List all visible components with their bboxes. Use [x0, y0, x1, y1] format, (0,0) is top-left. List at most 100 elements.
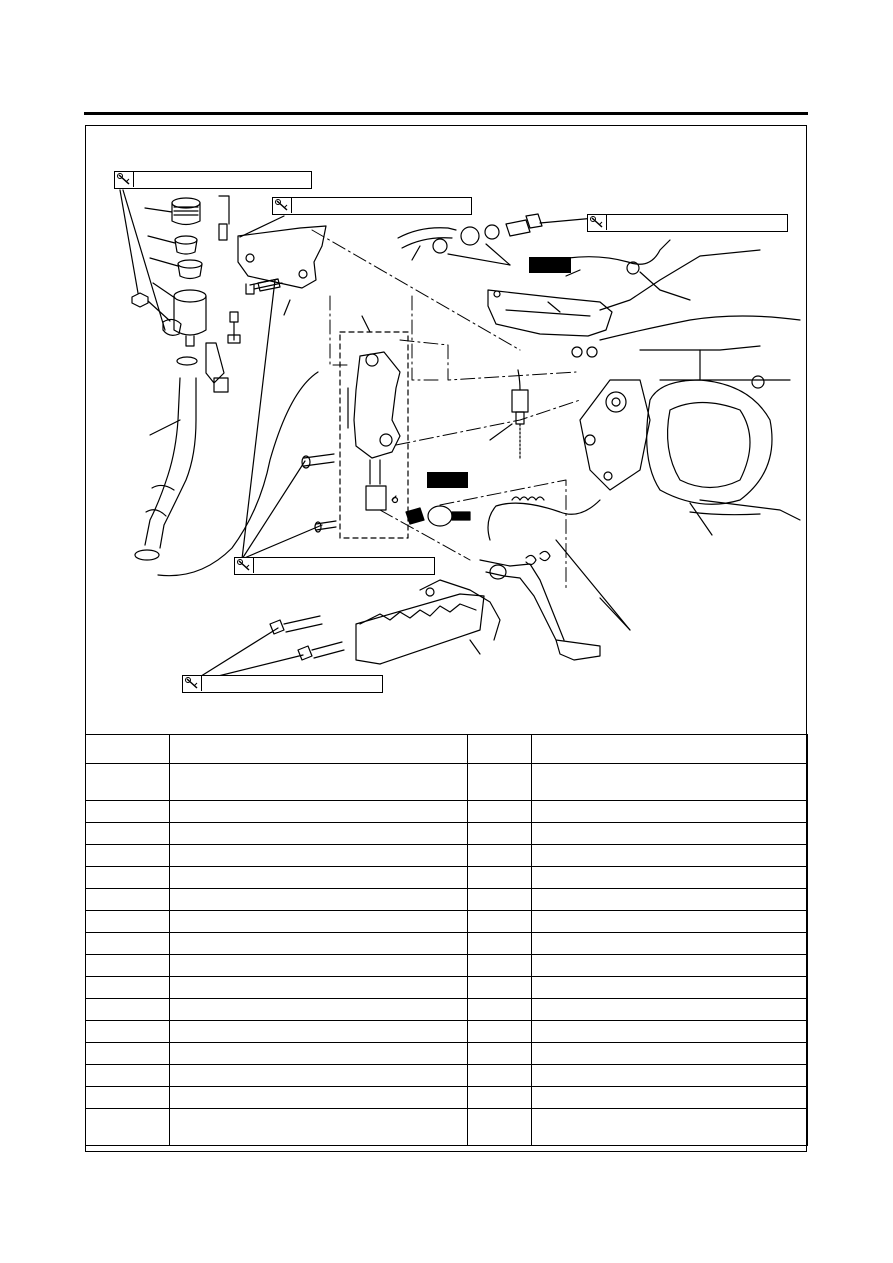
parts-table	[85, 734, 808, 1146]
table-cell	[169, 932, 468, 955]
table-cell	[85, 1064, 170, 1087]
top-rule	[84, 112, 808, 115]
table-row	[85, 822, 808, 845]
table-row	[85, 932, 808, 955]
table-cell	[85, 822, 170, 845]
table-cell	[467, 910, 532, 933]
table-cell	[531, 822, 808, 845]
torque-callout	[272, 197, 472, 215]
table-cell	[467, 763, 532, 801]
table-cell	[85, 1108, 170, 1146]
table-cell	[467, 844, 532, 867]
table-cell	[169, 844, 468, 867]
table-cell	[85, 866, 170, 889]
table-row	[85, 888, 808, 911]
wrench-icon	[588, 215, 607, 230]
exploded-diagram	[119, 189, 801, 684]
table-cell	[169, 998, 468, 1021]
table-cell	[169, 1020, 468, 1043]
table-cell	[467, 998, 532, 1021]
table-cell	[169, 866, 468, 889]
frame-engine	[487, 239, 801, 536]
table-cell	[85, 998, 170, 1021]
table-cell	[169, 1108, 468, 1146]
table-row	[85, 1042, 808, 1065]
master-cylinder-bracket	[237, 225, 327, 316]
table-cell	[531, 800, 808, 823]
table-cell	[531, 1086, 808, 1109]
brake-pedal	[479, 539, 631, 661]
table-cell	[169, 976, 468, 999]
table-cell	[85, 932, 170, 955]
table-cell	[531, 954, 808, 977]
table-row	[85, 1086, 808, 1109]
new-part-badge	[529, 257, 571, 273]
brake-hose-union	[397, 213, 543, 266]
table-cell	[85, 888, 170, 911]
table-cell	[531, 1020, 808, 1043]
torque-callout	[114, 171, 312, 189]
table-cell	[85, 1086, 170, 1109]
table-row	[85, 954, 808, 977]
table-cell	[467, 932, 532, 955]
wrench-icon	[235, 558, 254, 573]
table-header-cell	[467, 734, 532, 764]
table-cell	[531, 998, 808, 1021]
table-row	[85, 910, 808, 933]
table-header-cell	[169, 734, 468, 764]
table-row	[85, 976, 808, 999]
table-cell	[169, 1042, 468, 1065]
wrench-icon	[115, 172, 134, 187]
table-cell	[467, 1042, 532, 1065]
table-cell	[531, 844, 808, 867]
torque-callout	[182, 675, 383, 693]
table-cell	[467, 800, 532, 823]
switch-line	[487, 499, 601, 541]
table-cell	[531, 866, 808, 889]
table-cell	[85, 910, 170, 933]
grease-symbol	[405, 505, 471, 527]
pivot-bolts	[257, 278, 337, 533]
table-row	[85, 844, 808, 867]
table-cell	[467, 954, 532, 977]
return-line	[157, 371, 319, 577]
leader-lines	[119, 189, 596, 684]
master-cylinder	[339, 315, 409, 539]
table-cell	[85, 976, 170, 999]
table-header-row	[85, 734, 808, 764]
table-cell	[169, 822, 468, 845]
table-cell	[531, 1108, 808, 1146]
table-header-cell	[531, 734, 808, 764]
torque-callout	[587, 214, 788, 232]
reservoir-hose	[134, 356, 198, 561]
wrench-icon	[183, 676, 202, 691]
table-cell	[467, 1086, 532, 1109]
table-cell	[85, 800, 170, 823]
table-cell	[169, 1086, 468, 1109]
table-cell	[531, 1064, 808, 1087]
table-cell	[467, 1108, 532, 1146]
table-cell	[531, 976, 808, 999]
table-cell	[531, 910, 808, 933]
table-cell	[531, 1042, 808, 1065]
table-row	[85, 1064, 808, 1087]
torque-callout	[234, 557, 435, 575]
routing-lines	[311, 229, 581, 591]
table-cell	[467, 822, 532, 845]
table-cell	[85, 1020, 170, 1043]
grease-badge	[427, 472, 468, 488]
reservoir-assembly	[144, 197, 207, 347]
table-cell	[85, 1042, 170, 1065]
table-cell	[169, 954, 468, 977]
table-cell	[169, 910, 468, 933]
diagram-frame	[85, 125, 807, 1152]
table-cell	[169, 1064, 468, 1087]
table-cell	[169, 763, 468, 801]
table-header-cell	[85, 734, 170, 764]
table-cell	[467, 1020, 532, 1043]
table-cell	[85, 763, 170, 801]
table-cell	[85, 844, 170, 867]
table-row	[85, 763, 808, 801]
table-cell	[467, 888, 532, 911]
brake-light-switch	[489, 369, 529, 461]
